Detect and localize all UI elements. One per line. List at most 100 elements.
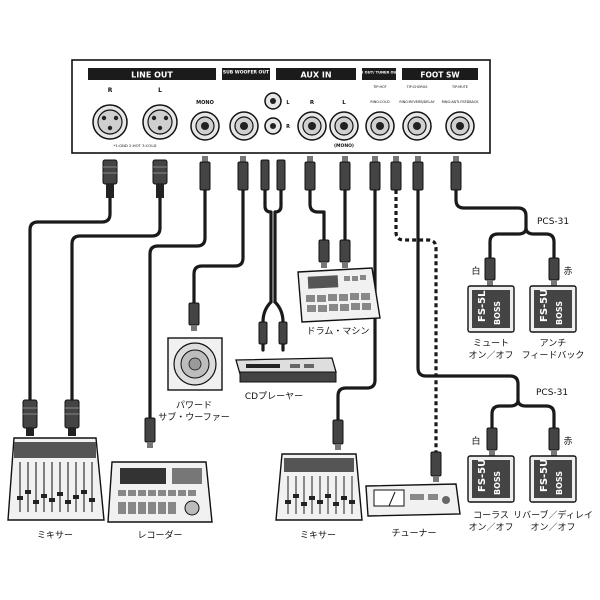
xlr-jack-l	[142, 104, 178, 140]
fs1-tip-label: TIP:CHORUS	[406, 85, 428, 89]
powered-sub-label-2: サブ・ウーファー	[158, 411, 229, 423]
foot-sw-header	[402, 68, 478, 80]
mixer-mid-label: ミキサー	[300, 530, 336, 541]
cable-sub-woofer	[192, 188, 245, 317]
reverb-label-1: リバーブ／ディレイ	[513, 509, 593, 521]
tuner	[365, 483, 461, 517]
pedal-chorus-model: FS-5U	[477, 459, 488, 492]
cable-pcs-top-red	[524, 226, 556, 262]
pedal-mute-brand: BOSS	[493, 301, 502, 325]
plug-di	[369, 156, 381, 191]
xlr-plug-l	[152, 159, 168, 198]
line-out-l-label: L	[158, 87, 162, 94]
foot-sw-label: FOOT SW	[420, 71, 460, 80]
cable-aux-r	[308, 188, 326, 242]
drum-machine-label: ドラム・マシン	[307, 326, 370, 337]
cable-tuner	[394, 190, 438, 455]
cd-player-label: CDプレーヤー	[245, 391, 303, 402]
aux-l-small: L	[286, 100, 290, 106]
aux-in-label: AUX IN	[300, 71, 331, 80]
cable-xlr-r	[28, 195, 112, 407]
red-bottom-label: 赤	[563, 436, 572, 447]
mono-jack	[190, 111, 220, 141]
mixer-mid	[275, 453, 363, 521]
chorus-label-2: オン／オフ	[468, 522, 513, 533]
mixer-left-label: ミキサー	[37, 530, 73, 541]
xlr-plug-mixer-r	[22, 399, 38, 436]
foot-sw-2-jack	[445, 111, 475, 141]
recorder-label: レコーダー	[137, 529, 182, 541]
rca-jack-r	[264, 117, 282, 135]
plug-pcs-bottom-white	[486, 427, 498, 456]
pedal-anti-model: FS-5U	[539, 289, 550, 322]
chorus-label-1: コーラス	[473, 510, 509, 521]
mute-label-1: ミュート	[473, 339, 509, 349]
cd-player	[235, 357, 337, 383]
plug-pcs-top-red	[548, 257, 560, 286]
cable-mono	[148, 188, 207, 422]
pcs31-bottom-label: PCS-31	[536, 388, 568, 398]
cable-pcs-top-white	[488, 220, 528, 262]
plug-mono	[199, 156, 211, 191]
fs2-ring-label: RING:ANTI-FEEDBACK	[442, 100, 480, 104]
pedal-anti-brand: BOSS	[555, 301, 564, 325]
sub-woofer-label: SUB WOOFER OUT	[223, 70, 270, 76]
line-out-header	[88, 68, 216, 80]
cable-pcs-bottom-white	[490, 393, 520, 432]
xlr-pinout-label: *1:GND 2:HOT 3:COLD	[114, 143, 157, 148]
plug-sub	[237, 156, 249, 191]
aux-r-label: R	[310, 100, 315, 106]
plug-recorder	[144, 417, 156, 448]
di-out-jack	[365, 111, 395, 141]
plug-fs1	[412, 156, 424, 191]
di-out-label: DI OUT/ TUNER OUT	[359, 71, 399, 75]
plug-aux-r	[304, 156, 316, 191]
powered-sub-woofer	[167, 337, 223, 391]
rear-panel: LINE OUT SUB WOOFER OUT AUX IN DI OUT/ T…	[71, 59, 491, 154]
pedal-anti-feedback: FS-5U BOSS	[529, 285, 577, 333]
cable-foot-sw-1	[416, 188, 520, 397]
pedal-reverb: FS-5U BOSS	[529, 455, 577, 503]
white-bottom-label: 白	[471, 435, 480, 447]
powered-sub-label-1: パワード	[176, 400, 212, 411]
pedal-reverb-brand: BOSS	[555, 471, 564, 495]
di-ring-label: RING:COLD	[370, 100, 390, 104]
plug-pcs-top-white	[484, 257, 496, 286]
sub-woofer-header	[222, 68, 270, 80]
anti-label-1: アンチ	[540, 338, 567, 349]
aux-l-jack	[329, 111, 359, 141]
pedal-mute-model: FS-5L	[477, 290, 488, 322]
di-out-header	[362, 68, 396, 80]
tuner-label: チューナー	[391, 528, 436, 539]
di-tip-label: TIP:HOT	[372, 85, 387, 89]
cable-foot-sw-2	[454, 188, 528, 224]
pedal-reverb-model: FS-5U	[539, 459, 550, 492]
red-top-label: 赤	[563, 266, 572, 277]
plug-fs2	[450, 156, 462, 191]
line-out-label: LINE OUT	[131, 71, 173, 80]
sub-woofer-jack	[229, 111, 259, 141]
white-top-label: 白	[471, 265, 480, 277]
pedal-chorus-brand: BOSS	[493, 471, 502, 495]
pcs31-top-label: PCS-31	[537, 217, 569, 227]
drum-machine	[297, 267, 381, 323]
xlr-jack-r	[92, 104, 128, 140]
plug-mixer-mid	[332, 419, 344, 450]
aux-in-header	[276, 68, 356, 80]
cable-pcs-bottom-red	[516, 398, 556, 432]
cable-rca-bend-r	[273, 300, 285, 324]
plug-tuner	[390, 156, 402, 191]
aux-r-small: R	[286, 124, 290, 130]
aux-mono-label: (MONO)	[334, 143, 354, 149]
cable-di-out	[336, 188, 377, 427]
plug-sub-bottom	[188, 302, 200, 331]
plug-aux-l	[339, 156, 351, 191]
aux-l-label: L	[342, 100, 346, 106]
xlr-plug-r	[102, 159, 118, 198]
fs1-ring-label: RING:REVERB/DELAY	[399, 100, 435, 104]
cable-xlr-l	[70, 195, 162, 407]
anti-label-2: フィードバック	[522, 350, 585, 361]
plug-drum-r	[318, 239, 330, 268]
mono-label: MONO	[196, 100, 214, 106]
